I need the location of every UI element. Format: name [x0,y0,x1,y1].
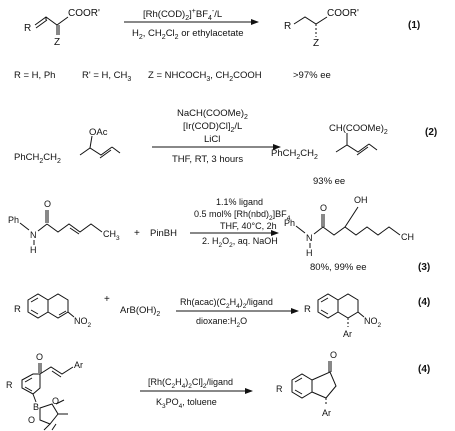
rxn5-product-R: R [276,384,283,394]
rxn5-start-o1: O [28,415,35,425]
rxn5-start-o: O [36,352,43,362]
reaction-3: O Ph N H CH3 + PinBH 1.1% ligand 0.5 mol… [8,195,430,273]
rxn2-product-ch: CH(COOMe)2 [329,123,388,136]
rxn1-catalyst: [Rh(COD)2]+BF4-/L [143,8,222,22]
rxn1-scope-R2: R' = H, CH3 [82,70,131,83]
rxn1-product-R: R [284,21,291,32]
rxn5-start-structure [21,363,74,431]
rxn1-start-structure [34,16,69,35]
rxn3-product-h: H [306,248,313,258]
rxn3-start-ch: CH3 [103,229,120,242]
rxn2-ee: 93% ee [313,176,345,187]
rxn2-start-structure [79,135,121,159]
rxn2-reagent3: LiCl [204,134,220,145]
rxn1-ee: >97% ee [293,70,331,81]
reaction-4: R NO2 + ArB(OH)2 Rh(acac)(C2H4)2/ligand … [14,293,430,339]
rxn3-start-n: N [30,230,37,240]
rxn2-reagent2: [Ir(COD)Cl]2/L [183,121,242,134]
rxn1-product-structure [293,16,328,37]
reaction-1: COOR' R Z [Rh(COD)2]+BF4-/L H2, CH2Cl2 o… [14,8,420,83]
rxn5-product-ar: Ar [322,408,331,418]
rxn4-product-no2: NO2 [364,316,382,329]
rxn1-scope-Z: Z = NHCOCH3, CH2COOH [148,70,262,83]
rxn2-product-structure [335,133,378,156]
rxn1-number: (1) [408,20,420,31]
rxn5-start-o2: O [52,396,59,406]
rxn4-product-ar: Ar [343,329,352,339]
rxn2-start-label: PhCH2CH2 [14,152,61,165]
rxn3-result: 80%, 99% ee [310,262,367,273]
rxn5-number: (4) [418,364,430,375]
rxn1-scope-R: R = H, Ph [14,70,55,81]
rxn3-number: (3) [418,262,430,273]
rxn2-start-oac: OAc [89,127,108,138]
rxn4-catalyst: Rh(acac)(C2H4)2/ligand [180,297,273,310]
rxn5-product-structure [291,361,337,406]
rxn3-reagent: PinBH [150,228,177,239]
rxn1-start-cooR: COOR' [68,8,100,19]
rxn1-conditions: H2, CH2Cl2 or ethylacetate [132,28,244,41]
rxn3-start-ph: Ph [8,215,19,225]
rxn2-product-label: PhCH2CH2 [271,148,318,161]
rxn3-product-n: N [306,233,313,243]
reaction-2: PhCH2CH2 OAc NaCH(COOMe)2 [Ir(COD)Cl]2/L… [14,108,437,187]
rxn4-start-no2: NO2 [74,316,92,329]
rxn2-reagent1: NaCH(COOMe)2 [177,108,248,121]
rxn3-cond1: 1.1% ligand [216,197,263,207]
rxn4-product-structure [317,293,365,327]
rxn2-number: (2) [425,127,437,138]
rxn4-start-R: R [14,304,21,315]
rxn3-cond2: 0.5 mol% [Rh(nbd)2]BF4 [194,209,291,222]
rxn4-solvent: dioxane:H2O [196,316,247,329]
rxn3-plus: + [134,228,140,239]
rxn3-product-ch: CH [401,232,414,242]
rxn1-product-cooR: COOR' [327,8,359,19]
rxn5-product-o: O [330,350,337,360]
rxn5-start-R: R [6,380,13,390]
rxn1-start-Z: Z [54,37,60,48]
rxn2-conditions: THF, RT, 3 hours [172,154,243,165]
rxn3-product-structure [295,206,401,248]
rxn3-cond4: 2. H2O2, aq. NaOH [202,236,278,249]
rxn4-plus: + [104,294,110,305]
rxn4-start-structure [27,293,75,319]
rxn5-catalyst: [Rh(C2H4)2Cl]2/ligand [148,377,233,390]
rxn4-reagent: ArB(OH)2 [120,305,160,318]
rxn4-product-R: R [304,304,311,315]
rxn4-number: (4) [418,297,430,308]
rxn3-product-o: O [320,203,327,213]
rxn1-start-R: R [24,23,31,34]
rxn3-product-oh: OH [354,195,368,205]
rxn3-cond3: THF, 40°C, 2h [220,221,277,231]
rxn3-start-o: O [44,199,51,209]
rxn5-conditions: K3PO4, toluene [156,397,217,410]
rxn1-product-Z: Z [313,38,319,49]
rxn3-start-structure [19,210,103,245]
rxn5-start-ar: Ar [74,360,83,370]
reaction-5: O Ar R B O O [Rh(C2H4)2Cl]2/ligand K3PO4… [6,350,430,431]
rxn3-start-h: H [30,245,37,255]
rxn5-start-b: B [33,402,39,412]
rxn3-product-ph: Ph [284,218,295,228]
